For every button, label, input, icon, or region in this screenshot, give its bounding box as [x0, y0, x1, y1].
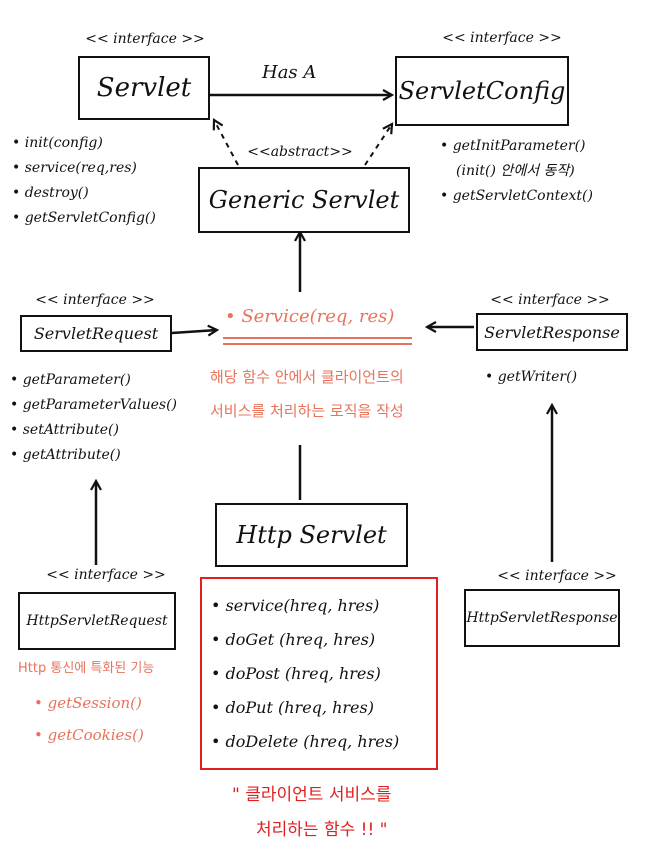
- httpservletrequest-method: getCookies(): [34, 719, 144, 751]
- httpservletrequest-note: Http 통신에 특화된 기능: [18, 661, 155, 676]
- servlet-name: Servlet: [96, 73, 192, 103]
- httpservlet-method: doGet (hreq, hres): [211, 623, 399, 657]
- httpservlet-method: doPut (hreq, hres): [211, 691, 399, 725]
- servletrequest-box: ServletRequest: [20, 315, 172, 352]
- servletconfig-stereotype: << interface >>: [442, 30, 562, 46]
- servletrequest-name: ServletRequest: [33, 324, 159, 343]
- request-to-service-arrow: [171, 330, 217, 333]
- servletrequest-method-list: getParameter() getParameterValues() setA…: [10, 368, 177, 468]
- servletresponse-method: getWriter(): [485, 365, 577, 390]
- httpservletrequest-method: getSession(): [34, 687, 144, 719]
- httpservlet-box: Http Servlet: [215, 503, 408, 567]
- httpservletresponse-stereotype: << interface >>: [497, 568, 617, 584]
- servletrequest-stereotype: << interface >>: [35, 292, 155, 308]
- servletconfig-name: ServletConfig: [398, 77, 566, 105]
- implements-servletconfig-arrow: [364, 124, 392, 166]
- httpservletrequest-method-list: getSession() getCookies(): [34, 687, 144, 751]
- httpservlet-method: service(hreq, hres): [211, 589, 399, 623]
- httpservletresponse-name: HttpServletResponse: [466, 610, 618, 626]
- service-center-label-text: Service(req, res): [241, 306, 395, 327]
- service-center-label: • Service(req, res): [225, 306, 395, 327]
- genericservlet-name: Generic Servlet: [208, 186, 400, 214]
- servlet-method-list: init(config) service(req,res) destroy() …: [12, 131, 156, 231]
- service-center-note-line1: 해당 함수 안에서 클라이언트의: [210, 368, 404, 386]
- httpservlet-methods-box: service(hreq, hres) doGet (hreq, hres) d…: [200, 577, 438, 770]
- servlet-method: getServletConfig(): [12, 206, 156, 231]
- httpservletrequest-box: HttpServletRequest: [18, 592, 176, 650]
- httpservlet-method: doDelete (hreq, hres): [211, 725, 400, 759]
- httpservlet-method-list: service(hreq, hres) doGet (hreq, hres) d…: [211, 589, 400, 759]
- servletconfig-method-note: (init() 안에서 동작): [456, 163, 575, 179]
- servlet-method: destroy(): [12, 181, 156, 206]
- servletresponse-method-list: getWriter(): [485, 365, 577, 390]
- implements-servlet-arrow: [214, 120, 239, 166]
- servletconfig-method-list: getInitParameter() (init() 안에서 동작) getSe…: [440, 134, 593, 209]
- servletrequest-method: getParameter(): [10, 368, 177, 393]
- httpservletrequest-name: HttpServletRequest: [26, 613, 168, 629]
- servlet-method: service(req,res): [12, 156, 156, 181]
- servletresponse-box: ServletResponse: [476, 313, 628, 351]
- servletconfig-box: ServletConfig: [395, 56, 569, 126]
- servletconfig-method: getInitParameter(): [440, 134, 593, 159]
- servletrequest-method: setAttribute(): [10, 418, 177, 443]
- servletresponse-stereotype: << interface >>: [490, 292, 610, 308]
- servlet-box: Servlet: [78, 56, 210, 120]
- servletrequest-method: getParameterValues(): [10, 393, 177, 418]
- httpservletresponse-box: HttpServletResponse: [464, 589, 620, 647]
- genericservlet-stereotype: <<abstract>>: [247, 144, 353, 160]
- has-a-label: Has A: [262, 62, 317, 83]
- bottom-note-line2: 처리하는 함수 !! ": [256, 820, 388, 840]
- httpservlet-method: doPost (hreq, hres): [211, 657, 399, 691]
- genericservlet-box: Generic Servlet: [198, 167, 410, 233]
- servlet-method: init(config): [12, 131, 156, 156]
- httpservlet-name: Http Servlet: [236, 521, 387, 549]
- bottom-note-line1: " 클라이언트 서비스를: [232, 785, 392, 805]
- httpservletrequest-stereotype: << interface >>: [46, 567, 166, 583]
- servletresponse-name: ServletResponse: [484, 322, 620, 342]
- servlet-stereotype: << interface >>: [85, 31, 205, 47]
- servletconfig-method: getServletContext(): [440, 184, 593, 209]
- servletrequest-method: getAttribute(): [10, 443, 177, 468]
- service-center-note-line2: 서비스를 처리하는 로직을 작성: [210, 402, 404, 420]
